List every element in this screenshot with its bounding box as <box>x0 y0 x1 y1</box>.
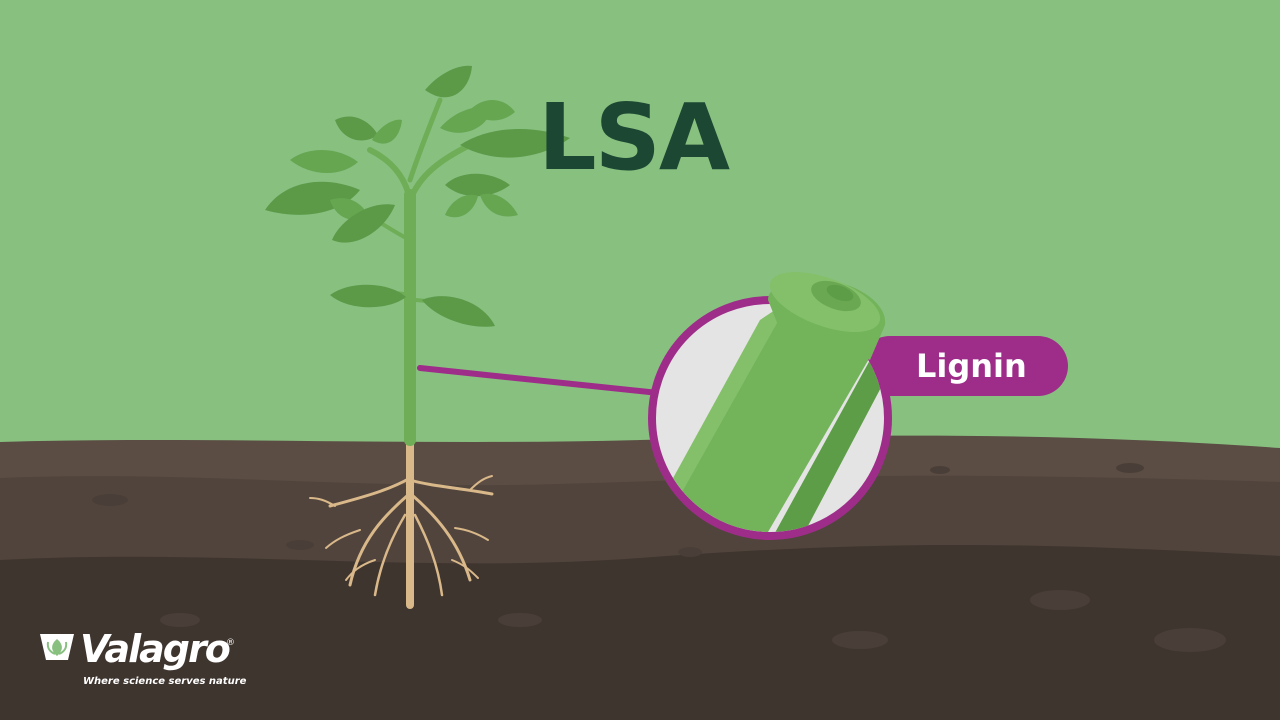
callout-label-pill <box>860 336 1068 396</box>
lignin-label: Lignin <box>916 347 1027 385</box>
soil-pebbles <box>92 463 1226 652</box>
brand-name: Valagro <box>80 627 231 671</box>
lsa-title: LSA <box>538 84 730 191</box>
leaf <box>460 128 570 158</box>
leaf <box>332 204 395 243</box>
valagro-logo: Valagro ® Where science serves nature <box>38 630 248 690</box>
leaf <box>330 284 406 308</box>
leaf <box>425 65 472 98</box>
leaf <box>335 116 378 141</box>
leaf <box>445 194 478 218</box>
valagro-leaf-icon <box>40 634 74 660</box>
plant-roots <box>309 436 494 609</box>
leaf <box>480 193 518 217</box>
brand-tagline: Where science serves nature <box>83 676 247 687</box>
registered-mark: ® <box>226 638 235 648</box>
leaf <box>445 173 510 197</box>
leaf <box>470 100 515 121</box>
soil-deep-layer <box>0 544 1280 720</box>
leaf <box>372 119 402 144</box>
callout-pointer-line <box>417 365 671 397</box>
leaf <box>422 296 495 327</box>
leaf <box>290 150 358 174</box>
stem-tube-top <box>768 271 886 360</box>
plant-leaves <box>265 65 570 327</box>
